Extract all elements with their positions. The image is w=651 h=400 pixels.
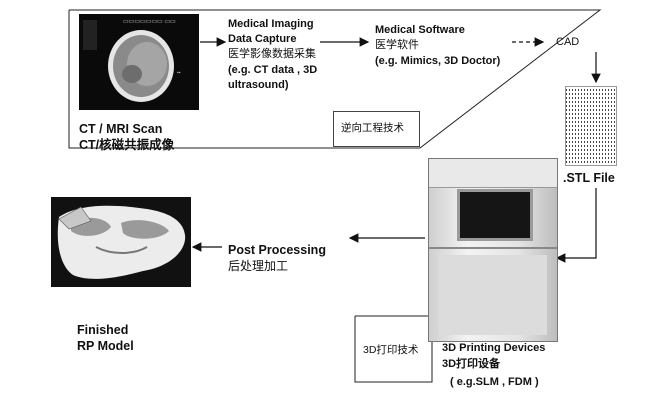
svg-text:▪▪: ▪▪: [177, 70, 181, 76]
post-processing-title: Post Processing: [228, 243, 326, 257]
cad-label: CAD: [556, 36, 580, 48]
ct-subtitle: CT/核磁共振成像: [79, 138, 175, 152]
skull-model-image: [51, 197, 191, 287]
devices-line-3: ( e.g.SLM , FDM ): [450, 376, 539, 388]
printer-divider: [429, 247, 557, 249]
printer-image: [428, 158, 558, 342]
software-line-3: (e.g. Mimics, 3D Doctor): [375, 55, 501, 67]
arrow-stl-to-printer: [555, 188, 597, 263]
reverse-engineering-box: 逆向工程技术: [333, 111, 420, 147]
capture-line-1: Medical Imaging: [228, 18, 314, 30]
software-line-1: Medical Software: [375, 24, 465, 36]
printer-lower-cabinet: [439, 255, 547, 335]
skull-graphic: [57, 205, 186, 279]
printer-window: [457, 189, 533, 241]
ct-scan-image: ▭▭▭▭▭▭▭ ▭▭ ▪▪: [79, 14, 199, 110]
devices-line-1: 3D Printing Devices: [442, 342, 546, 354]
software-line-2: 医学软件: [375, 39, 419, 51]
stl-mesh-image: [565, 86, 617, 166]
stl-label: .STL File: [563, 171, 615, 185]
ct-title: CT / MRI Scan: [79, 122, 163, 136]
reverse-engineering-label: 逆向工程技术: [341, 122, 404, 134]
capture-line-4: (e.g. CT data , 3D: [228, 64, 318, 76]
brain-scan-graphic: ▭▭▭▭▭▭▭ ▭▭ ▪▪: [83, 19, 181, 102]
finished-subtitle: RP Model: [77, 339, 134, 353]
stage-outline: [68, 9, 602, 149]
post-processing-subtitle: 后处理加工: [228, 259, 289, 273]
capture-line-5: ultrasound): [228, 79, 289, 91]
capture-line-2: Data Capture: [228, 33, 297, 45]
capture-line-3: 医学影像数据采集: [228, 48, 316, 60]
printing-tech-label: 3D打印技术: [363, 344, 419, 356]
svg-text:▭▭▭▭▭▭▭ ▭▭: ▭▭▭▭▭▭▭ ▭▭: [123, 19, 176, 25]
printer-top-panel: [429, 159, 557, 188]
printing-tech-outline: [354, 315, 433, 383]
devices-line-2: 3D打印设备: [442, 358, 501, 370]
finished-title: Finished: [77, 323, 129, 337]
